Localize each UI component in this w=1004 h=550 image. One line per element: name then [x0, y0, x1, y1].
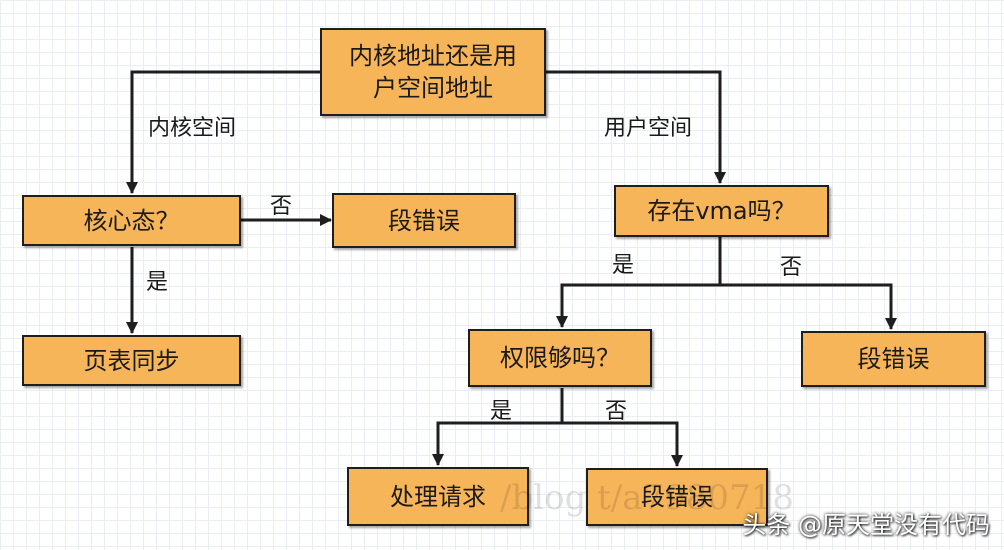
edge-label-kernel-space: 内核空间	[148, 116, 237, 141]
node-seg-fault-bottom: 段错误	[586, 468, 768, 526]
node-vma-exists: 存在vma吗？	[614, 185, 829, 237]
edge-label-user-space: 用户空间	[604, 116, 693, 141]
node-seg-fault-right: 段错误	[801, 331, 986, 387]
edge-label-no-kernel: 否	[270, 194, 293, 219]
edge-perm-to-seg-fault-bottom	[562, 421, 683, 467]
node-page-sync-label: 页表同步	[83, 346, 180, 375]
node-handle-request-label: 处理请求	[390, 482, 486, 511]
edge-root-to-kernel-mode	[126, 70, 322, 194]
node-seg-fault-right-label: 段错误	[857, 345, 930, 373]
node-page-sync: 页表同步	[22, 335, 241, 386]
node-kernel-mode: 核心态？	[22, 195, 241, 246]
watermark: /blog t/a7980718	[500, 478, 794, 518]
edge-label-yes-vma: 是	[612, 253, 635, 278]
node-perm-ok-label: 权限够吗？	[500, 344, 620, 372]
edge-label-no-vma: 否	[780, 255, 803, 280]
edge-vma-to-seg-fault-right	[720, 283, 897, 330]
credit-watermark: 头条 @原天堂没有代码	[742, 511, 990, 539]
node-handle-request: 处理请求	[347, 467, 529, 526]
node-perm-ok: 权限够吗？	[468, 329, 652, 387]
edge-label-yes-perm: 是	[490, 399, 513, 424]
node-seg-fault-left-label: 段错误	[388, 206, 460, 235]
node-seg-fault-left: 段错误	[332, 193, 516, 248]
edge-root-to-vma-exists	[544, 70, 726, 184]
node-root-label: 内核地址还是用户空间地址	[349, 42, 517, 102]
edge-perm-to-handle-request	[432, 421, 562, 466]
edge-vma-to-perm-ok	[556, 283, 720, 328]
node-root: 内核地址还是用户空间地址	[320, 28, 546, 116]
node-seg-fault-bottom-label: 段错误	[641, 483, 713, 511]
edge-label-no-perm: 否	[605, 399, 628, 424]
node-kernel-mode-label: 核心态？	[83, 206, 180, 235]
edge-label-yes-kernel: 是	[146, 270, 169, 295]
node-vma-exists-label: 存在vma吗？	[647, 197, 796, 225]
